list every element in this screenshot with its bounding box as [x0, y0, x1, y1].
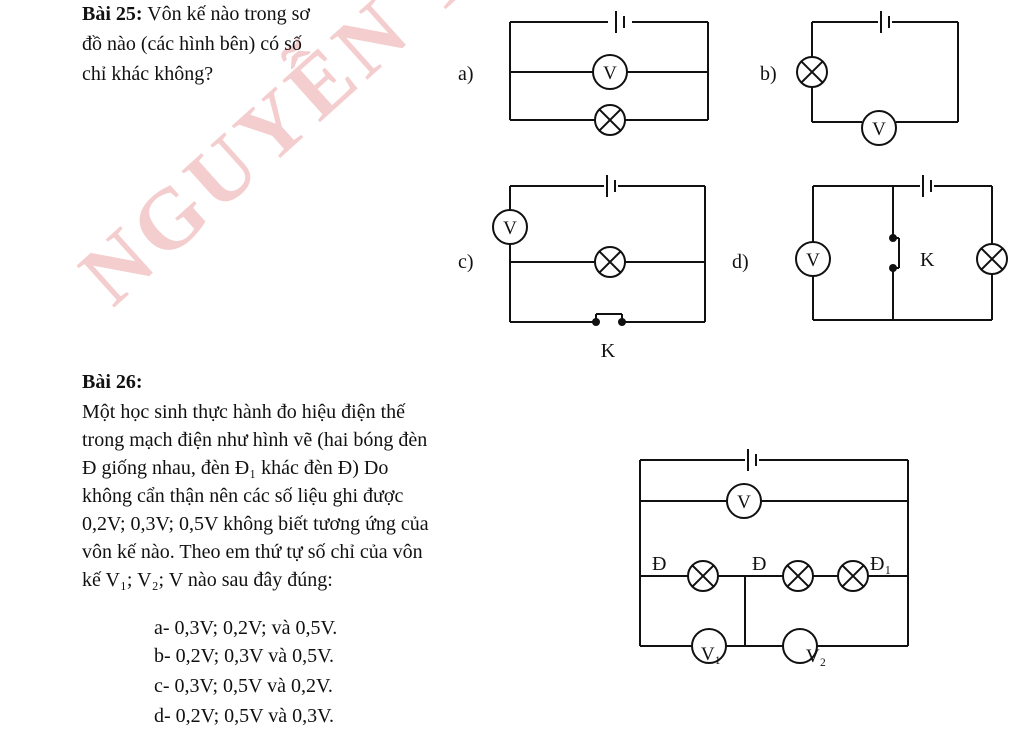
switch-label: K: [601, 340, 616, 362]
voltmeter-icon: V: [592, 54, 628, 90]
voltmeter-v2: V₂: [782, 628, 826, 667]
svg-text:V: V: [603, 63, 617, 84]
lamp-icon: [976, 243, 1008, 275]
battery-icon: [880, 10, 890, 34]
label-a: a): [458, 63, 474, 85]
lamp-d-label: Đ: [652, 553, 666, 575]
switch-icon: [889, 234, 900, 272]
lamp-icon: [796, 56, 828, 88]
circuit-q26: V Đ Đ Đ₁ V₁ V₂: [639, 448, 909, 667]
q25-line-2: đồ nào (các hình bên) có số: [82, 33, 302, 55]
q26-option-b: b- 0,2V; 0,3V và 0,5V.: [154, 645, 334, 667]
q26-line-7: kế V₁; V₂; V nào sau đây đúng:: [82, 569, 333, 591]
battery-icon: [606, 174, 616, 198]
switch-label: K: [920, 249, 935, 271]
svg-text:V: V: [872, 119, 886, 140]
circuit-d: d) V K: [732, 174, 1008, 321]
label-d: d): [732, 251, 749, 273]
q25-block: Bài 25: Vôn kế nào trong sơ: [82, 0, 310, 28]
q25-line-3: chỉ khác không?: [82, 63, 214, 85]
q26-option-c: c- 0,3V; 0,5V và 0,2V.: [154, 675, 333, 697]
svg-text:V₂: V₂: [806, 646, 826, 667]
q26-line-1: Một học sinh thực hành đo hiệu điện thế: [82, 401, 406, 423]
lamp-d-icon: [687, 560, 719, 592]
q26-line-6: vôn kế nào. Theo em thứ tự số chỉ của vô…: [82, 541, 423, 563]
circuit-b: b) V: [760, 10, 959, 146]
q26-line-3: Đ giống nhau, đèn Đ₁ khác đèn Đ) Do: [82, 457, 389, 479]
q26-line-4: không cẩn thận nên các số liệu ghi được: [82, 485, 404, 507]
lamp-d-icon: [782, 560, 814, 592]
voltmeter-icon: V: [861, 110, 897, 146]
svg-text:V: V: [737, 492, 751, 513]
svg-text:V₁: V₁: [701, 644, 721, 665]
q26-line-2: trong mạch điện như hình vẽ (hai bóng đè…: [82, 429, 428, 451]
q26-option-a: a- 0,3V; 0,2V; và 0,5V.: [154, 617, 338, 639]
label-c: c): [458, 251, 474, 273]
svg-text:V: V: [503, 218, 517, 239]
voltmeter-v: V: [726, 483, 762, 519]
voltmeter-v1: V₁: [691, 628, 727, 665]
svg-text:V: V: [806, 250, 820, 271]
q26-line-5: 0,2V; 0,3V; 0,5V không biết tương ứng củ…: [82, 513, 429, 535]
q25-line-1: Vôn kế nào trong sơ: [147, 3, 310, 25]
lamp-d1-icon: [837, 560, 869, 592]
voltmeter-icon: V: [795, 241, 831, 277]
q26-title: Bài 26:: [82, 371, 143, 393]
q26-option-d: d- 0,2V; 0,5V và 0,3V.: [154, 705, 334, 727]
circuit-c: c) V K: [458, 174, 706, 362]
circuit-a: a) V: [458, 10, 709, 136]
battery-icon: [922, 174, 932, 198]
voltmeter-icon: V: [492, 209, 528, 245]
lamp-icon: [594, 104, 626, 136]
lamp-d-label: Đ: [752, 553, 766, 575]
q25-title: Bài 25:: [82, 3, 143, 25]
lamp-icon: [594, 246, 626, 278]
label-b: b): [760, 63, 777, 85]
battery-icon: [747, 448, 757, 472]
lamp-d1-label: Đ₁: [870, 553, 891, 575]
battery-icon: [615, 10, 625, 34]
switch-icon: [592, 313, 626, 326]
